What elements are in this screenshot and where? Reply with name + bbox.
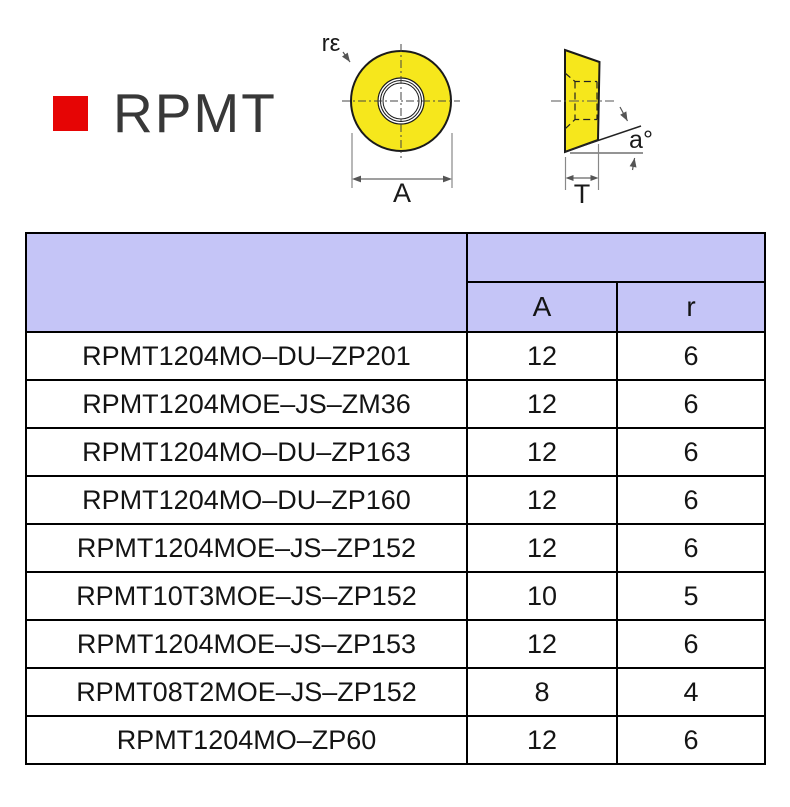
brand-block: RPMT (53, 86, 277, 141)
model-cell: RPMT1204MO–DU–ZP160 (25, 475, 468, 525)
table-subheader-row: A r (26, 281, 766, 333)
r-value-cell: 5 (616, 571, 766, 621)
relief-angle-line (565, 125, 642, 153)
a-value-cell: 12 (466, 379, 618, 429)
table-row: RPMT1204MOE–JS–ZP152 12 6 (25, 523, 766, 573)
r-value-cell: 6 (616, 475, 766, 525)
table-row: RPMT08T2MOE–JS–ZP152 8 4 (25, 667, 766, 717)
angle-leader-arrow-top (619, 106, 629, 122)
a-value-cell: 12 (466, 427, 618, 477)
a-value-cell: 10 (466, 571, 618, 621)
model-header-cell (25, 232, 468, 333)
r-value-cell: 6 (616, 523, 766, 573)
model-cell: RPMT1204MOE–JS–ZP152 (25, 523, 468, 573)
a-value-cell: 12 (466, 523, 618, 573)
r-value-cell: 4 (616, 667, 766, 717)
a-value-cell: 12 (466, 331, 618, 381)
a-value-cell: 12 (466, 475, 618, 525)
arrowhead-left (352, 175, 361, 183)
table-row: RPMT1204MOE–JS–ZP153 12 6 (25, 619, 766, 669)
table-row: RPMT1204MO–DU–ZP163 12 6 (25, 427, 766, 477)
relief-angle-label: a° (629, 126, 653, 154)
model-cell: RPMT1204MOE–JS–ZM36 (25, 379, 468, 429)
angle-leader-arrow-bottom (629, 157, 637, 171)
arrowhead-right (443, 175, 452, 183)
hidden-hole-outline (564, 72, 598, 130)
model-cell: RPMT1204MO–DU–ZP201 (25, 331, 468, 381)
corner-radius-label: rε (322, 30, 341, 57)
thickness-label: T (574, 179, 591, 209)
arrowhead-right (590, 175, 599, 181)
side-view-diagram: a° T (551, 48, 653, 209)
r-value-cell: 6 (616, 715, 766, 765)
model-cell: RPMT1204MO–DU–ZP163 (25, 427, 468, 477)
brand-logo-square (53, 96, 88, 131)
table-row: RPMT1204MOE–JS–ZM36 12 6 (25, 379, 766, 429)
r-value-cell: 6 (616, 619, 766, 669)
table-row: RPMT1204MO–ZP60 12 6 (25, 715, 766, 765)
table-row: RPMT1204MO–DU–ZP160 12 6 (25, 475, 766, 525)
diameter-label: A (393, 178, 411, 208)
front-view-diagram: rε A (322, 30, 460, 208)
r-value-cell: 6 (616, 379, 766, 429)
column-header-r: r (616, 281, 766, 333)
corner-radius-leader-arrow (341, 51, 351, 63)
arrowhead-left (565, 175, 574, 181)
r-value-cell: 6 (616, 427, 766, 477)
table-row: RPMT1204MO–DU–ZP201 12 6 (25, 331, 766, 381)
spec-table: A r RPMT1204MO–DU–ZP201 12 6 RPMT1204MOE… (25, 232, 766, 765)
column-header-a: A (466, 281, 618, 333)
a-value-cell: 8 (466, 667, 618, 717)
table-header-row (25, 232, 766, 333)
model-cell: RPMT08T2MOE–JS–ZP152 (25, 667, 468, 717)
a-value-cell: 12 (466, 619, 618, 669)
model-cell: RPMT10T3MOE–JS–ZP152 (25, 571, 468, 621)
model-cell: RPMT1204MOE–JS–ZP153 (25, 619, 468, 669)
insert-diagrams: rε A a° T (322, 30, 653, 209)
r-value-cell: 6 (616, 331, 766, 381)
a-value-cell: 12 (466, 715, 618, 765)
page-title: RPMT (113, 82, 277, 144)
dimension-group-header-cell (466, 232, 766, 283)
table-row: RPMT10T3MOE–JS–ZP152 10 5 (25, 571, 766, 621)
model-cell: RPMT1204MO–ZP60 (25, 715, 468, 765)
